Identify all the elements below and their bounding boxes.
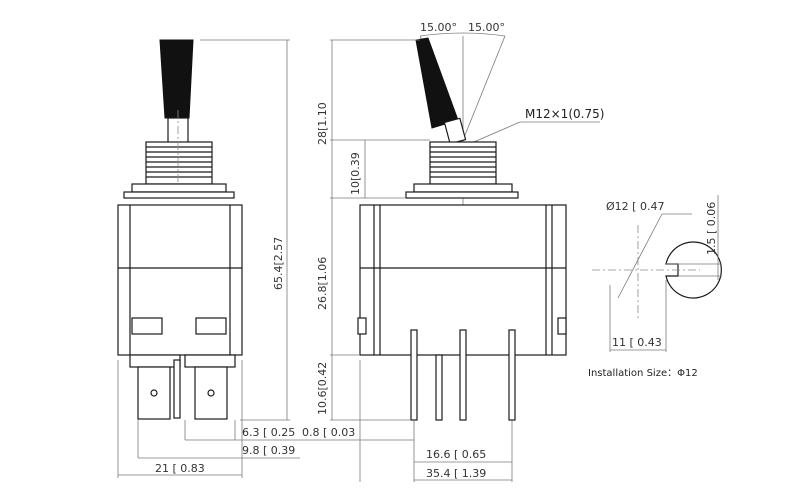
hole-diameter-label: Ø12 [ 0.47 [606, 200, 664, 213]
terminal-spacing-label: 9.8 [ 0.39 [242, 444, 295, 457]
side-pins [410, 329, 516, 421]
overall-height-label: 65.4[2.57 [272, 237, 285, 290]
angle-arc [419, 32, 506, 37]
terminal-length-label: 10.6[0.42 [316, 362, 329, 415]
angle-left-label: 15.00° [420, 21, 457, 34]
body-height-label: 26.8[1.06 [316, 257, 329, 310]
lever-height-label: 28[1.10 [316, 102, 329, 145]
side-bushing [429, 141, 497, 185]
side-lever-collar [443, 117, 467, 145]
front-bottom-dimensions: 6.3 [ 0.25 9.8 [ 0.39 21 [ 0.83 [117, 360, 300, 478]
front-washer [123, 191, 235, 199]
installation-hole-view: Ø12 [ 0.47 1.5 [ 0.06 11 [ 0.43 Installa… [588, 195, 722, 379]
installation-size-label: Installation Size：Φ12 [588, 368, 698, 379]
body-length-label: 35.4 [ 1.39 [426, 467, 486, 480]
side-washer [405, 191, 519, 199]
front-view: 65.4[2.57 6.3 [ 0.25 9.8 [ 0.39 21 [ 0.8… [117, 39, 300, 478]
front-body [117, 204, 243, 356]
flat-width-label: 11 [ 0.43 [612, 336, 662, 349]
pin-pitch-label: 16.6 [ 0.65 [426, 448, 486, 461]
side-view: 15.00° 15.00° M12×1(0.75) [300, 21, 604, 482]
side-vertical-dimensions: 28[1.10 10[0.39 26.8[1.06 10.6[0.42 [316, 39, 430, 421]
side-nut [413, 183, 513, 193]
front-lever [159, 39, 194, 119]
side-bottom-dimensions: 0.8 [ 0.03 16.6 [ 0.65 35.4 [ 1.39 [300, 360, 513, 482]
angle-right-label: 15.00° [468, 21, 505, 34]
bushing-height-label: 10[0.39 [349, 152, 362, 195]
front-bushing [145, 110, 213, 195]
overall-height-dimension: 65.4[2.57 [200, 39, 290, 421]
thread-spec-label: M12×1(0.75) [525, 107, 604, 121]
body-width-label: 21 [ 0.83 [155, 462, 205, 475]
terminal-width-label: 6.3 [ 0.25 [242, 426, 295, 439]
side-lever [415, 37, 459, 129]
front-nut [131, 183, 227, 193]
front-terminals [129, 354, 236, 420]
terminal-thickness-label: 0.8 [ 0.03 [302, 426, 355, 439]
key-depth-label: 1.5 [ 0.06 [705, 202, 718, 255]
